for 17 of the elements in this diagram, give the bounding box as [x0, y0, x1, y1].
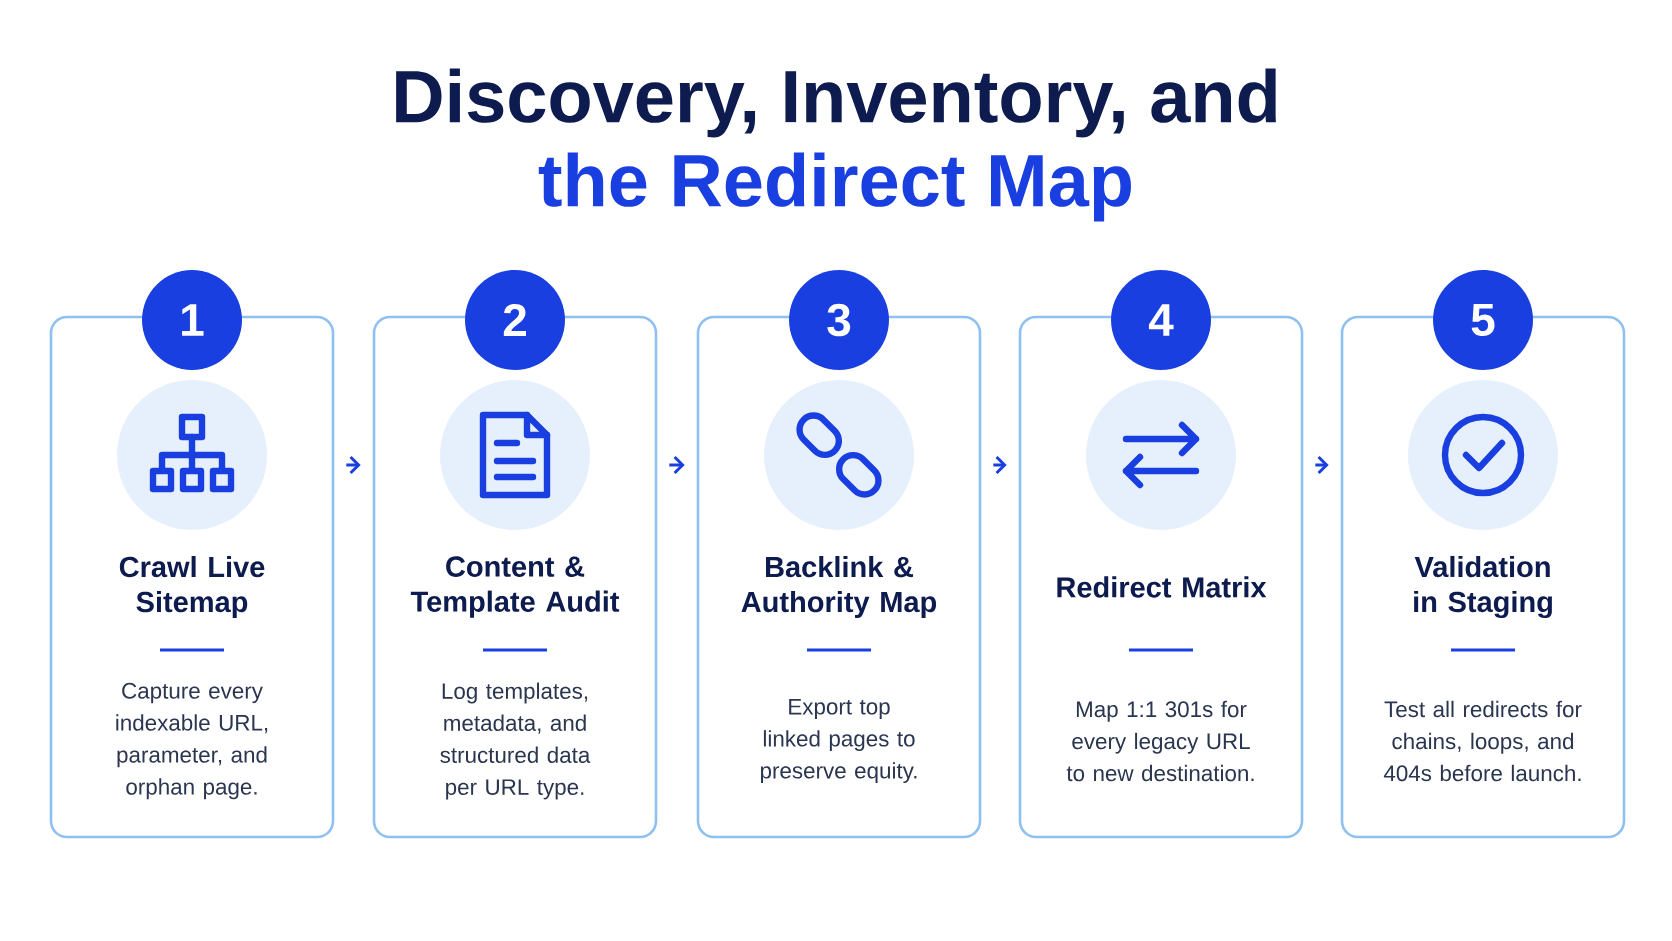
- step-description: Capture every indexable URL, parameter, and orphan page.: [116, 682, 268, 800]
- step-heading: Content & Template Audit: [410, 556, 620, 618]
- step-number: 1: [142, 270, 242, 370]
- step-number: 4: [1111, 270, 1211, 370]
- step-heading: Redirect Matrix: [1057, 576, 1267, 598]
- step-description: Test all redirects for chains, loops, and 404s before launch.: [1383, 700, 1582, 782]
- step-number: 3: [789, 270, 889, 370]
- step-heading: Validation in Staging: [1414, 555, 1552, 619]
- step-description: Export top linked pages to preserve equity.: [760, 699, 917, 783]
- step-heading: Crawl Live Sitemap: [119, 556, 265, 618]
- step-description: Log templates, metadata, and structured data per URL type.: [440, 682, 591, 800]
- step-number: 2: [465, 270, 565, 370]
- subtitle: the Redirect Map: [538, 152, 1131, 222]
- step-heading: Backlink & Authority Map: [741, 556, 937, 618]
- title: Discovery, Inventory, and: [396, 68, 1276, 138]
- step-description: Map 1:1 301s for every legacy URL to new destination.: [1066, 700, 1254, 782]
- step-number: 5: [1433, 270, 1533, 370]
